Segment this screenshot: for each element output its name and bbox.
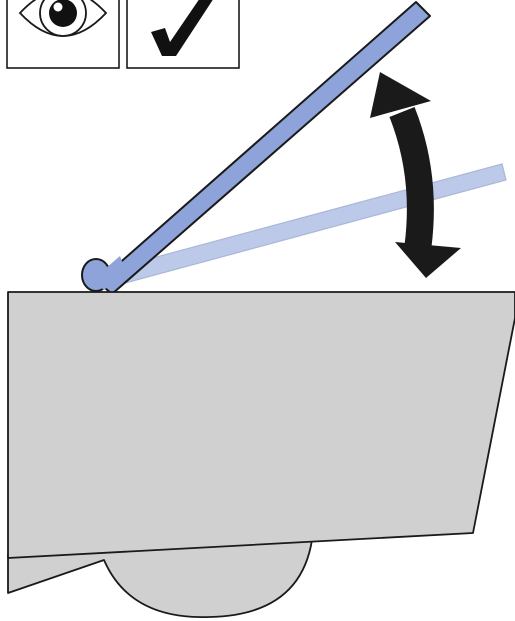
housing-lower-lip	[7, 539, 313, 618]
approved-badge	[126, 0, 240, 69]
double-headed-curved-arrow	[370, 72, 461, 278]
visual-inspection-badge	[6, 0, 120, 69]
device-housing	[7, 291, 515, 618]
adjustment-rod-lowered	[96, 163, 507, 290]
eye-icon	[18, 0, 108, 37]
housing-body	[7, 291, 515, 559]
checkmark-icon	[151, 0, 213, 56]
arrowhead-up	[370, 72, 431, 118]
adjustment-rod-raised	[81, 1, 431, 295]
arrowhead-down	[395, 242, 461, 278]
